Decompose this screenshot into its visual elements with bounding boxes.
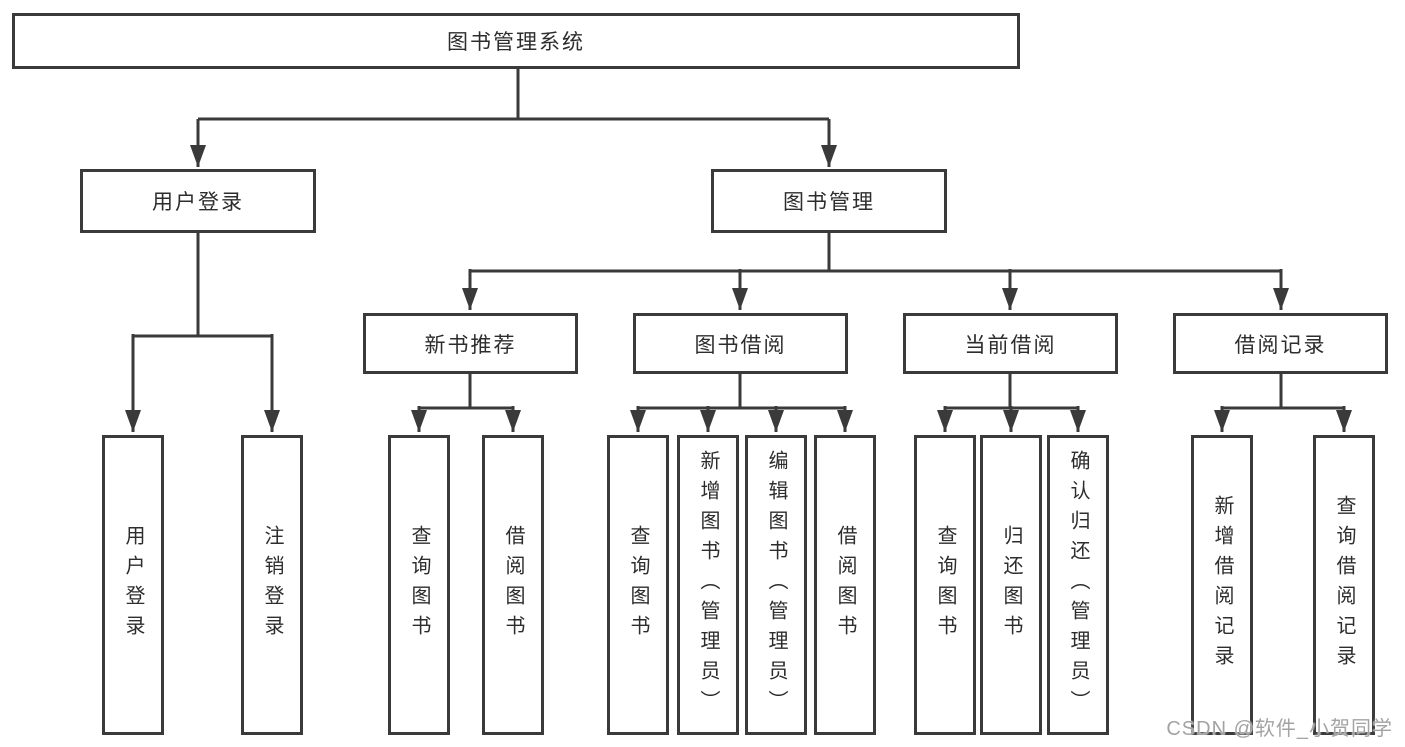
node-label: 查询图书 xyxy=(934,525,956,645)
node-label: 新书推荐 xyxy=(424,333,517,357)
node-current-return-books: 归还图书 xyxy=(980,435,1042,735)
node-label: 注销登录 xyxy=(261,525,283,645)
node-label: 查询图书 xyxy=(627,525,649,645)
edge-borrow-records-split xyxy=(1222,372,1344,410)
edge-new-books-split xyxy=(419,372,513,410)
node-label: 借阅记录 xyxy=(1234,333,1327,357)
node-user-login: 用户登录 xyxy=(80,169,316,233)
node-label: 图书借阅 xyxy=(694,333,787,357)
edge-current-borrow-split xyxy=(945,372,1078,410)
csdn-watermark: CSDN @软件_小贺同学 xyxy=(1166,718,1393,740)
node-library-management-system: 图书管理系统 xyxy=(12,13,1020,69)
node-current-confirm-return-admin: 确认归还（管理员） xyxy=(1047,435,1109,735)
edge-user-login-split xyxy=(133,231,272,338)
node-current-borrowing: 当前借阅 xyxy=(903,313,1118,374)
edge-book-borrow-split xyxy=(638,372,845,410)
node-borrow-add-books-admin: 新增图书（管理员） xyxy=(677,435,739,735)
edge-book-mgmt-split xyxy=(470,231,1281,273)
node-borrow-edit-books-admin: 编辑图书（管理员） xyxy=(745,435,807,735)
node-user-login-action: 用户登录 xyxy=(102,435,164,735)
node-label: 借阅图书 xyxy=(502,525,524,645)
node-book-management: 图书管理 xyxy=(711,169,947,233)
node-label: 用户登录 xyxy=(152,191,244,214)
node-label: 编辑图书（管理员） xyxy=(765,450,787,720)
node-label: 归还图书 xyxy=(1000,525,1022,645)
edge-root-split xyxy=(198,67,829,121)
node-label: 图书管理系统 xyxy=(447,31,585,54)
node-current-query-books: 查询图书 xyxy=(914,435,976,735)
node-borrowing-records: 借阅记录 xyxy=(1173,313,1388,374)
node-label: 确认归还（管理员） xyxy=(1067,450,1089,720)
node-logout: 注销登录 xyxy=(241,435,303,735)
node-label: 当前借阅 xyxy=(964,333,1057,357)
node-label: 查询借阅记录 xyxy=(1333,495,1355,675)
node-label: 新增借阅记录 xyxy=(1211,495,1233,675)
node-label: 用户登录 xyxy=(122,525,144,645)
node-label: 借阅图书 xyxy=(834,525,856,645)
node-new-book-recommend: 新书推荐 xyxy=(363,313,578,374)
node-records-query-record: 查询借阅记录 xyxy=(1313,435,1375,735)
node-records-add-record: 新增借阅记录 xyxy=(1191,435,1253,735)
node-newbook-borrow-books: 借阅图书 xyxy=(482,435,544,735)
node-book-borrowing: 图书借阅 xyxy=(633,313,848,374)
node-label: 图书管理 xyxy=(783,191,875,214)
node-label: 查询图书 xyxy=(408,525,430,645)
node-label: 新增图书（管理员） xyxy=(697,450,719,720)
node-newbook-query-books: 查询图书 xyxy=(388,435,450,735)
node-borrow-query-books: 查询图书 xyxy=(607,435,669,735)
node-borrow-borrow-books: 借阅图书 xyxy=(814,435,876,735)
